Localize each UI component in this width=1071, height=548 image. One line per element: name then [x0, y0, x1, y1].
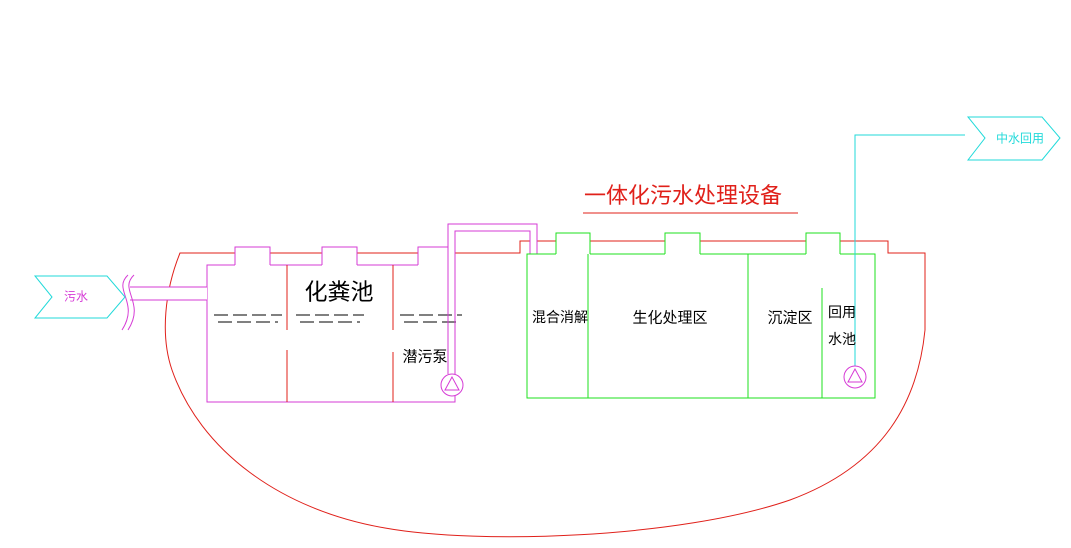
integrated-equipment — [526, 232, 876, 399]
equipment-manhole-1 — [555, 232, 591, 254]
pipe-break-symbol — [127, 274, 135, 331]
outlet-pipe — [854, 134, 965, 366]
pump-icon — [843, 365, 867, 389]
submersible-pump-label: 潜污泵 — [402, 348, 447, 366]
septic-tank — [206, 246, 462, 403]
outlet-arrow-icon — [966, 116, 1061, 161]
septic-manhole-2 — [321, 246, 358, 265]
mixing-digestion-label: 混合消解 — [532, 310, 588, 326]
equipment-manhole-2 — [664, 232, 701, 254]
reuse-pool-label-line1: 回用 — [828, 305, 856, 321]
inlet-arrow-label: 污水 — [64, 290, 88, 304]
equipment-manhole-3 — [805, 232, 841, 254]
septic-tank-body — [206, 264, 456, 403]
septic-manhole-1 — [234, 246, 271, 265]
outlet-arrow-label: 中水回用 — [996, 131, 1044, 146]
ground-soil — [164, 240, 926, 538]
equipment-body — [526, 253, 876, 399]
pipe-break-symbol — [121, 274, 129, 331]
diagram-title: 一体化污水处理设备 — [584, 184, 782, 209]
biochemical-zone-label: 生化处理区 — [632, 309, 707, 327]
inlet-pipe — [121, 274, 207, 331]
septic-tank-label: 化粪池 — [305, 280, 374, 306]
sedimentation-zone-label: 沉淀区 — [767, 309, 812, 327]
inlet-arrow-icon — [33, 275, 126, 319]
pump-icon — [440, 373, 464, 397]
reuse-pool-label-line2: 水池 — [828, 332, 856, 348]
lift-pipe — [447, 223, 538, 374]
